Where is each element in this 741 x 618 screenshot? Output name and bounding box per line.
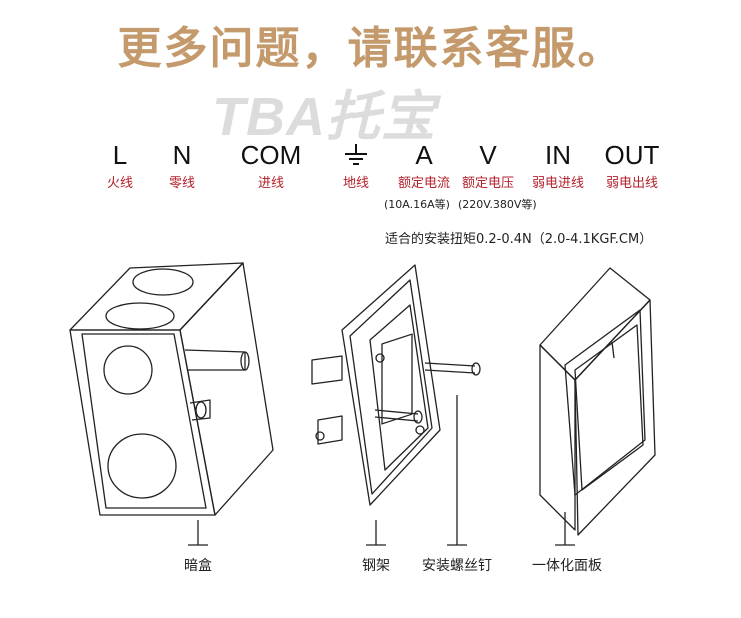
- label-junction-box: 暗盒: [184, 558, 212, 574]
- symbol-code: IN: [545, 140, 571, 170]
- current-note: (10A.16A等): [384, 198, 450, 211]
- symbol-label: 进线: [257, 176, 284, 191]
- symbol-V: V 额定电压: [448, 140, 528, 191]
- symbol-label: 额定电压: [461, 176, 514, 191]
- symbol-ground: 地线: [316, 140, 396, 191]
- voltage-note: (220V.380V等): [458, 198, 537, 211]
- ground-icon: [316, 140, 396, 170]
- junction-box-drawing: [69, 262, 274, 516]
- symbol-label: 弱电进线: [531, 176, 584, 191]
- brand-logo: TBA托宝: [212, 87, 436, 147]
- symbol-code: OUT: [604, 140, 660, 170]
- symbol-code: L: [112, 140, 128, 170]
- label-mounting-screw: 安装螺丝钉: [422, 558, 492, 574]
- symbol-code: V: [479, 140, 497, 170]
- symbol-label: 零线: [168, 176, 195, 191]
- steel-frame-drawing: [311, 264, 441, 506]
- panel-drawing: [539, 267, 656, 536]
- leader-lines: [188, 395, 575, 546]
- symbol-N: N 零线: [142, 140, 222, 191]
- screw-drawing: [374, 362, 481, 424]
- symbol-label: 弱电出线: [605, 176, 658, 191]
- symbol-code: COM: [240, 140, 302, 170]
- symbol-COM: COM 进线: [231, 140, 311, 191]
- symbol-IN: IN 弱电进线: [518, 140, 598, 191]
- symbol-A: A 额定电流: [384, 140, 464, 191]
- torque-note: 适合的安装扭矩0.2-0.4N（2.0-4.1KGF.CM）: [385, 232, 653, 247]
- headline: 更多问题，请联系客服。: [117, 23, 624, 74]
- symbol-label: 额定电流: [397, 176, 450, 191]
- symbol-code: A: [415, 140, 433, 170]
- symbol-label: 地线: [342, 176, 369, 191]
- symbol-OUT: OUT 弱电出线: [592, 140, 672, 191]
- symbol-code: N: [172, 140, 192, 170]
- symbol-label: 火线: [106, 176, 133, 191]
- label-steel-frame: 钢架: [362, 558, 390, 574]
- symbol-L: L 火线: [80, 140, 160, 191]
- label-panel: 一体化面板: [532, 558, 602, 574]
